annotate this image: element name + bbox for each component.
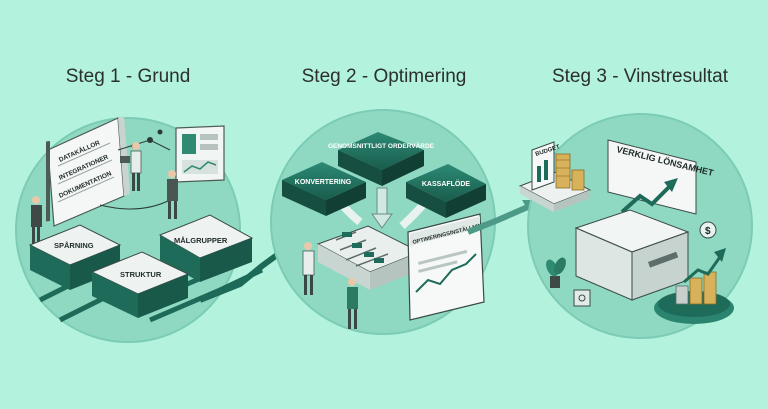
output-tray: [654, 248, 734, 324]
stage-2-illustration: GENOMSNITTLIGT ORDERVÄRDE KONVERTERING K…: [270, 109, 540, 335]
block-sparning: SPÅRNING: [28, 224, 122, 290]
growth-arrow-icon: [620, 182, 674, 214]
person-icon: [302, 242, 315, 295]
block-kassaflode: KASSAFLÖDE: [406, 164, 486, 218]
safe-icon: [573, 289, 591, 307]
svg-text:SPÅRNING: SPÅRNING: [54, 241, 94, 250]
network-lines: [99, 129, 171, 210]
data-sources-board: DATAKÄLLOR INTEGRATIONER DOKUMENTATION: [46, 116, 130, 227]
dashboard-icon: [175, 125, 225, 183]
block-malgrupper: MÅLGRUPPER: [158, 214, 254, 282]
stage-1-title: Steg 1 - Grund: [65, 66, 191, 87]
svg-text:MÅLGRUPPER: MÅLGRUPPER: [174, 236, 228, 245]
person-icon: [31, 196, 42, 247]
stage-3-illustration: BUDGET VERKLIG LÖNSAMHET: [518, 113, 753, 339]
person-icon: [347, 278, 358, 329]
stage-2-title: Steg 2 - Optimering: [301, 66, 467, 87]
dollar-icon: $: [699, 221, 717, 239]
stage-1-illustration: DATAKÄLLOR INTEGRATIONER DOKUMENTATION: [15, 116, 300, 343]
person-icon: [167, 170, 178, 219]
svg-text:STRUKTUR: STRUKTUR: [120, 270, 162, 279]
laptop-icon: [120, 156, 130, 163]
coin-stack-icon: [675, 271, 717, 305]
budget-platform: BUDGET: [518, 141, 592, 212]
block-konvertering: KONVERTERING: [282, 162, 366, 216]
stage-3-title: Steg 3 - Vinstresultat: [551, 66, 729, 87]
coin-stack-icon: [555, 153, 585, 191]
control-console: [316, 225, 422, 290]
person-icon: [120, 142, 142, 191]
growth-arrow-icon: [683, 253, 724, 284]
svg-text:GENOMSNITTLIGT ORDERVÄRDE: GENOMSNITTLIGT ORDERVÄRDE: [328, 142, 435, 150]
svg-text:KONVERTERING: KONVERTERING: [295, 179, 352, 186]
svg-text:KASSAFLÖDE: KASSAFLÖDE: [422, 179, 471, 188]
connector-arrow-2: [466, 203, 532, 235]
svg-text:$: $: [705, 226, 711, 237]
block-struktur: STRUKTUR: [90, 251, 190, 318]
block-genomsnittligt-ordervarde: GENOMSNITTLIGT ORDERVÄRDE: [328, 132, 435, 186]
optimization-settings-panel: OPTIMERINGSINSTÄLLNINGAR: [407, 213, 494, 321]
plant-icon: [546, 257, 566, 288]
